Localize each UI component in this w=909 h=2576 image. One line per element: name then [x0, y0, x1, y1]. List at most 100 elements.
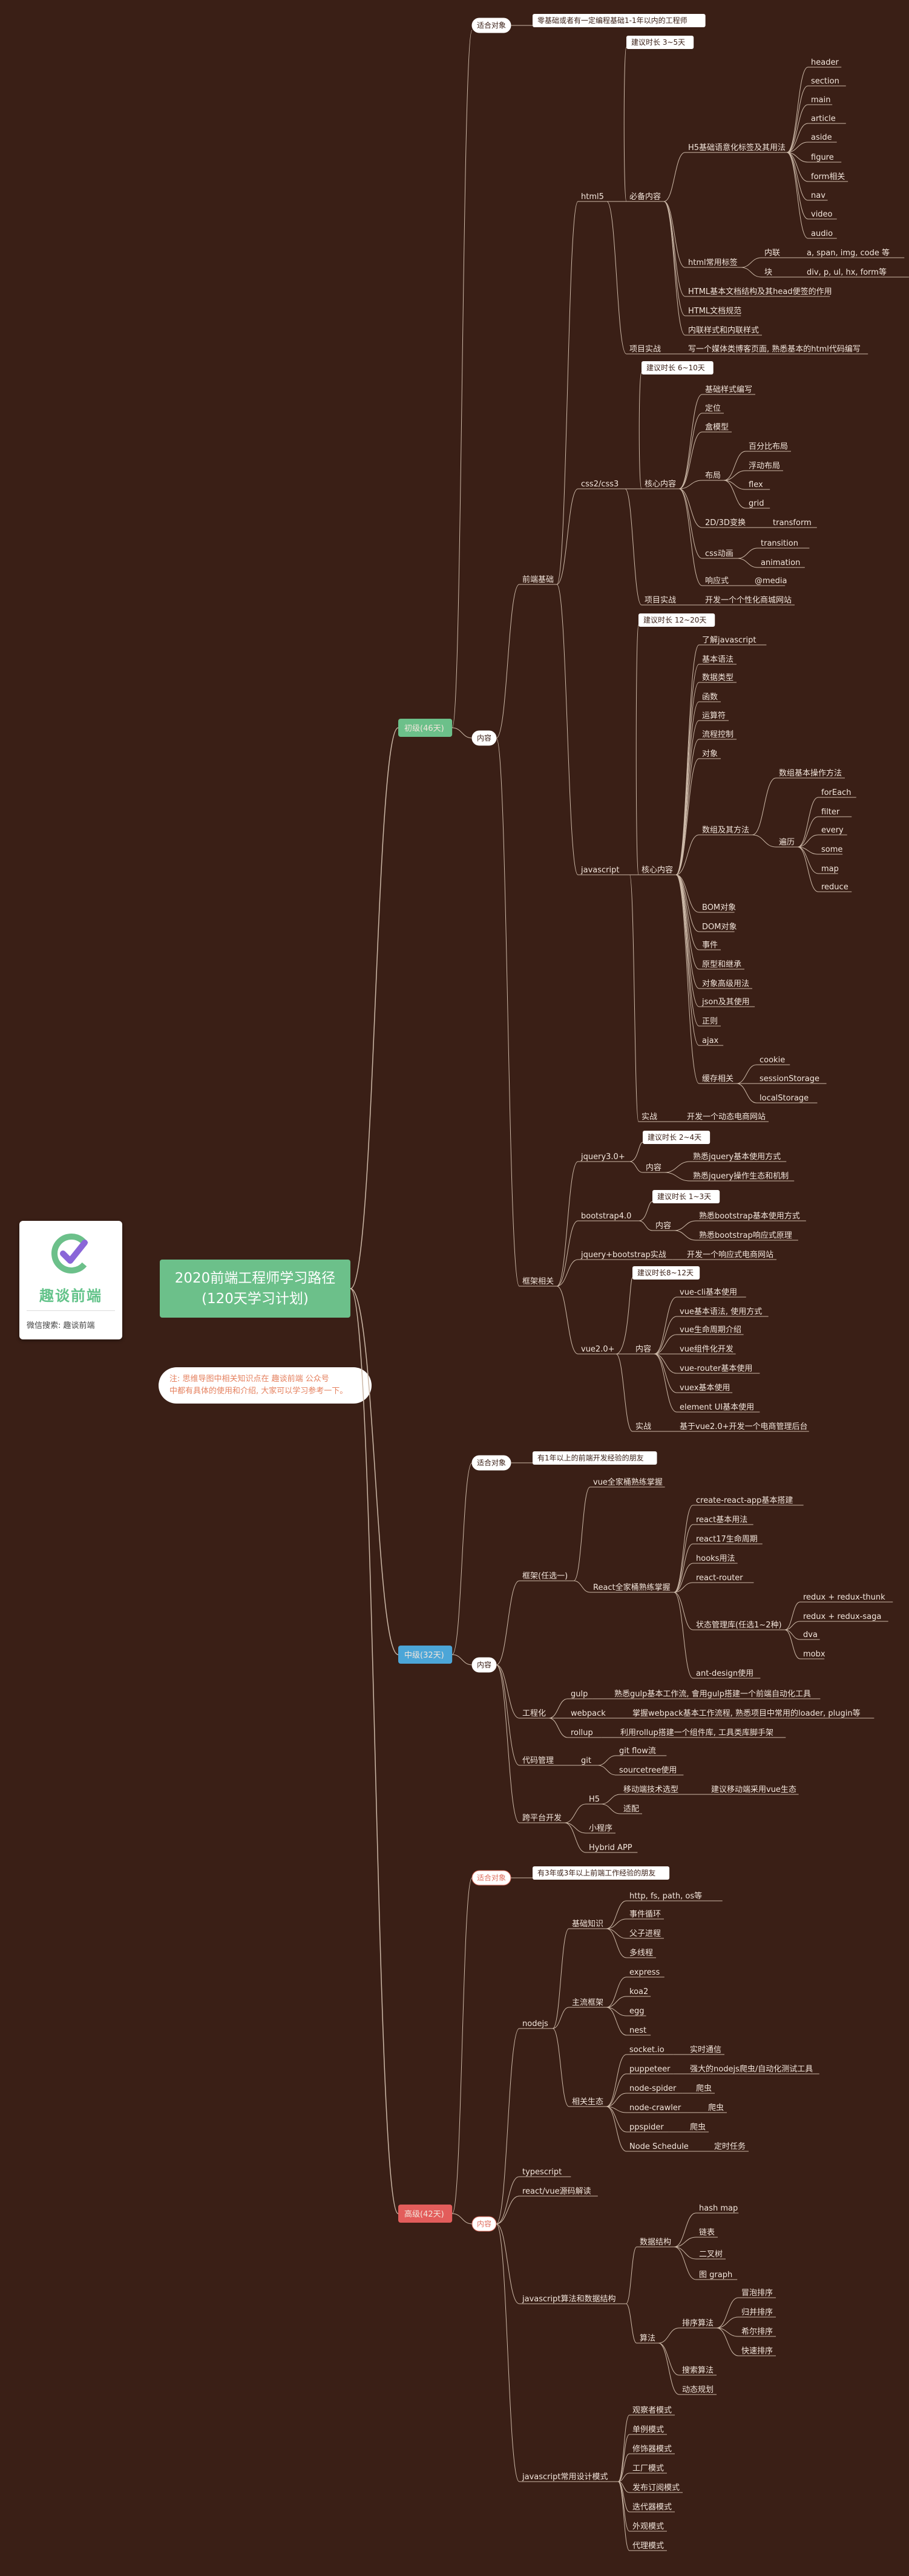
node-text: create-react-app基本搭建: [696, 1496, 793, 1505]
node-text: 对象: [702, 750, 718, 759]
node-text: git flow流: [619, 1747, 656, 1756]
node-nf-egg: egg: [626, 2007, 646, 2016]
root-title-line1: 2020前端工程师学习路径: [174, 1270, 336, 1286]
connector: [675, 758, 700, 875]
connector: [737, 558, 758, 568]
node-bs-time: 建议时长 1~3天: [652, 1190, 720, 1203]
node-r-router: react-router: [693, 1574, 754, 1583]
node-text: H5基础语意化标签及其用法: [688, 143, 786, 152]
node-text: React全家桶熟练掌握: [593, 1583, 671, 1592]
node-vue-7: element UI基本使用: [677, 1402, 760, 1413]
node-layout-grid: grid: [746, 499, 770, 509]
node-it-some: some: [818, 845, 842, 855]
node-ne-schedule-desc: 定时任务: [711, 2142, 749, 2152]
connector: [716, 2327, 739, 2356]
node-jq-bs-project: jquery+bootstrap实战: [578, 1250, 673, 1260]
node-text: audio: [811, 229, 833, 238]
node-text: 建议时长 12~20天: [643, 616, 706, 624]
connector: [797, 797, 819, 848]
node-text: 动态规划: [682, 2385, 714, 2395]
connector: [451, 1462, 473, 1655]
connector: [574, 1580, 591, 1593]
node-text: video: [811, 210, 833, 219]
node-text: 项目实战: [629, 345, 661, 354]
node-text: 搜索算法: [682, 2366, 714, 2375]
node-text: javascript常用设计模式: [522, 2473, 608, 2482]
node-ds-hash: hash map: [696, 2204, 739, 2214]
node-text: node-spider: [629, 2084, 677, 2093]
logo-icon: [51, 1234, 91, 1273]
node-js-event: 事件: [699, 941, 721, 950]
node-text: 多线程: [629, 1948, 653, 1958]
connector: [678, 488, 703, 586]
node-inline-styles: 内联样式和内联样式: [685, 325, 762, 336]
node-text: forEach: [821, 788, 851, 797]
node-text: div, p, ul, hx, form等: [807, 267, 887, 277]
node-text: 爬虫: [696, 2084, 712, 2093]
node-sem-video: video: [808, 210, 837, 220]
connector: [736, 1064, 757, 1084]
pill-text: 适合对象: [477, 1873, 506, 1882]
node-text: react基本用法: [696, 1515, 747, 1525]
connector: [496, 2176, 520, 2225]
node-text: 工程化: [522, 1709, 546, 1718]
node-text: dva: [803, 1630, 818, 1639]
node-r-saga: redux + redux-saga: [800, 1612, 888, 1622]
node-jq-time: 建议时长 2~4天: [643, 1131, 710, 1144]
node-jq-2: 熟悉jquery操作生态和机制: [690, 1171, 795, 1182]
connector: [664, 1172, 691, 1182]
connector: [452, 2213, 473, 2225]
connector: [452, 1654, 473, 1666]
node-sem-main: main: [808, 96, 833, 105]
node-p-decorator: 修饰器模式: [629, 2445, 675, 2454]
node-sort-merge: 归并排序: [738, 2308, 776, 2318]
node-r-lifecycle: react17生命周期: [693, 1534, 763, 1545]
node-html5-core: 必备内容: [626, 192, 664, 202]
node-text: 了解javascript: [702, 636, 756, 645]
node-text: 遍历: [779, 837, 795, 847]
node-nf-nest: nest: [626, 2026, 651, 2036]
node-ds-tree: 二叉树: [696, 2250, 726, 2260]
node-text: section: [811, 77, 839, 86]
node-html5: html5: [578, 192, 607, 202]
node-gulp-desc: 熟悉gulp基本工作流, 會用gulp搭建一个前端自动化工具: [611, 1689, 821, 1699]
connector: [496, 2028, 520, 2225]
node-nf-koa: koa2: [626, 1987, 651, 1997]
node-text: 排序算法: [682, 2319, 714, 2328]
connector: [736, 1083, 757, 1103]
node-text: 父子进程: [629, 1929, 661, 1938]
stage-label: 中级(32天): [404, 1651, 444, 1660]
node-text: 建议时长 2~4天: [648, 1133, 701, 1142]
node-it-every: every: [818, 826, 847, 835]
node-text: 实时通信: [690, 2045, 721, 2055]
node-sem-nav: nav: [808, 191, 828, 201]
node-css-responsive: 响应式: [702, 576, 732, 586]
node-text: 内容: [655, 1221, 671, 1231]
node-text: 流程控制: [702, 730, 733, 739]
connector: [675, 874, 700, 970]
connector: [597, 1765, 617, 1776]
connector: [606, 1900, 627, 1929]
node-ne-puppeteer-desc: 强大的nodejs爬虫/自动化测试工具: [687, 2064, 819, 2074]
node-ne-ppspider: ppspider: [626, 2123, 669, 2133]
node-text: vue全家桶熟练掌握: [593, 1477, 663, 1487]
connector: [784, 1601, 801, 1630]
connector: [618, 2453, 630, 2482]
connector: [678, 431, 703, 489]
connector: [564, 1803, 586, 1823]
node-ne-puppeteer: puppeteer: [626, 2065, 674, 2074]
node-text: css动画: [705, 549, 733, 558]
node-text: 发布订阅模式: [632, 2483, 680, 2493]
connector: [674, 2237, 697, 2247]
connector: [664, 1161, 691, 1173]
node-text: 主流框架: [572, 1998, 603, 2007]
node-text: main: [811, 96, 830, 105]
node-text: 响应式: [705, 576, 729, 586]
node-js-bom: BOM对象: [699, 903, 736, 913]
node-text: vue-router基本使用: [680, 1364, 752, 1373]
node-text: transform: [773, 518, 812, 528]
node-text: 代理模式: [632, 2542, 664, 2551]
node-box: [533, 1451, 657, 1465]
node-text: 基础样式编写: [705, 385, 752, 394]
node-text: 建议时长 3~5天: [631, 38, 685, 47]
